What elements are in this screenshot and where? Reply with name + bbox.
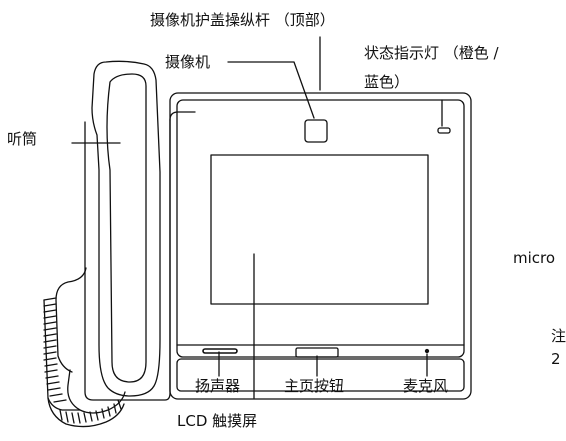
lcd-screen: [210, 154, 429, 305]
label-privacy-lever: 摄像机护盖操纵杆 （顶部）: [150, 11, 335, 29]
handset-cradle: [84, 111, 196, 401]
status-indicator-icon: [437, 127, 451, 134]
label-touchscreen: LCD 触摸屏: [177, 412, 258, 430]
label-microphone: 麦克风: [403, 377, 449, 395]
microphone-hole: [424, 348, 430, 354]
coiled-cord: [43, 267, 126, 428]
label-microphone-cut: micro: [513, 249, 556, 267]
label-cut-glyph-2: 2: [551, 350, 561, 368]
label-handset: 听筒: [7, 130, 38, 148]
handset-receiver: [91, 60, 161, 397]
label-home-button: 主页按钮: [284, 377, 345, 395]
label-camera: 摄像机: [165, 53, 211, 71]
label-status-indicator-1: 状态指示灯 （橙色 /: [364, 44, 499, 62]
leader-camera: [227, 61, 315, 119]
label-speaker: 扬声器: [195, 377, 241, 395]
camera-icon: [304, 119, 328, 143]
speaker-grille: [202, 348, 238, 354]
label-cut-glyph-1: 注: [551, 327, 566, 345]
label-status-indicator-2: 蓝色）: [364, 73, 410, 91]
